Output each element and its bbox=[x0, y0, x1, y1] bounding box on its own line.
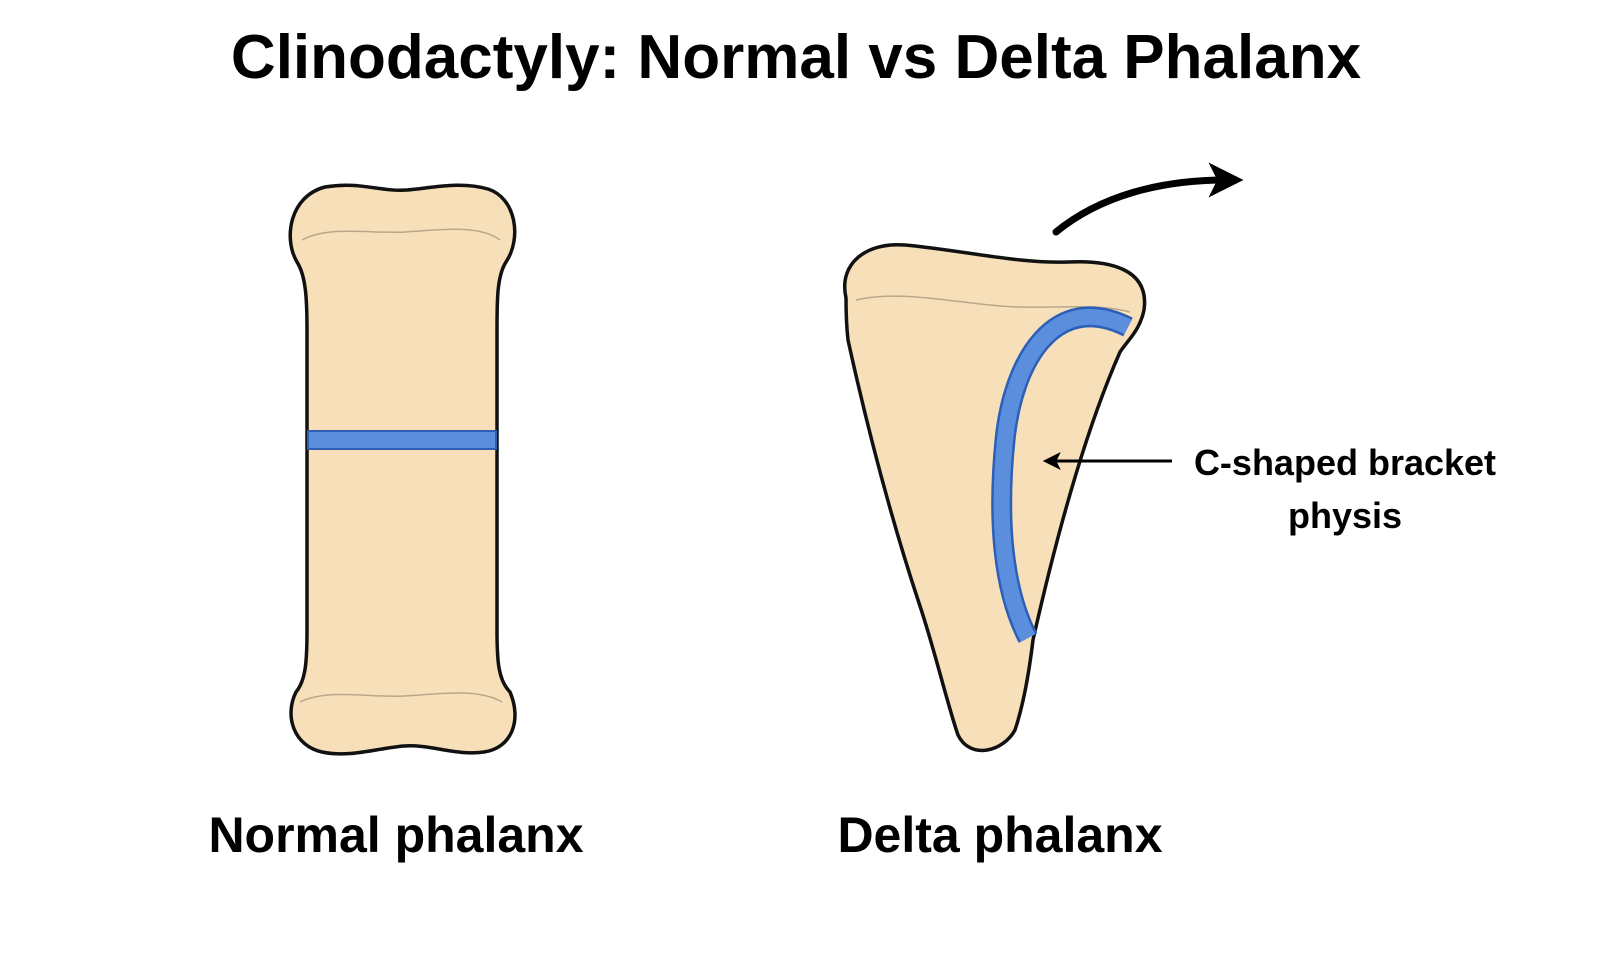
page-title: Clinodactyly: Normal vs Delta Phalanx bbox=[231, 23, 1362, 92]
callout-label-line2: physis bbox=[1288, 495, 1402, 536]
normal-phalanx bbox=[288, 183, 517, 756]
delta-phalanx-label: Delta phalanx bbox=[837, 807, 1162, 863]
delta-phalanx bbox=[842, 242, 1147, 753]
curved-arrow-icon bbox=[1052, 162, 1244, 236]
callout-label-line1: C-shaped bracket bbox=[1194, 442, 1496, 483]
normal-physis bbox=[307, 430, 497, 450]
normal-distal-contour bbox=[299, 692, 503, 703]
delta-c-physis bbox=[993, 308, 1132, 642]
normal-phalanx-label: Normal phalanx bbox=[208, 807, 583, 863]
normal-phalanx-bone bbox=[288, 183, 517, 756]
normal-proximal-contour bbox=[301, 228, 501, 241]
